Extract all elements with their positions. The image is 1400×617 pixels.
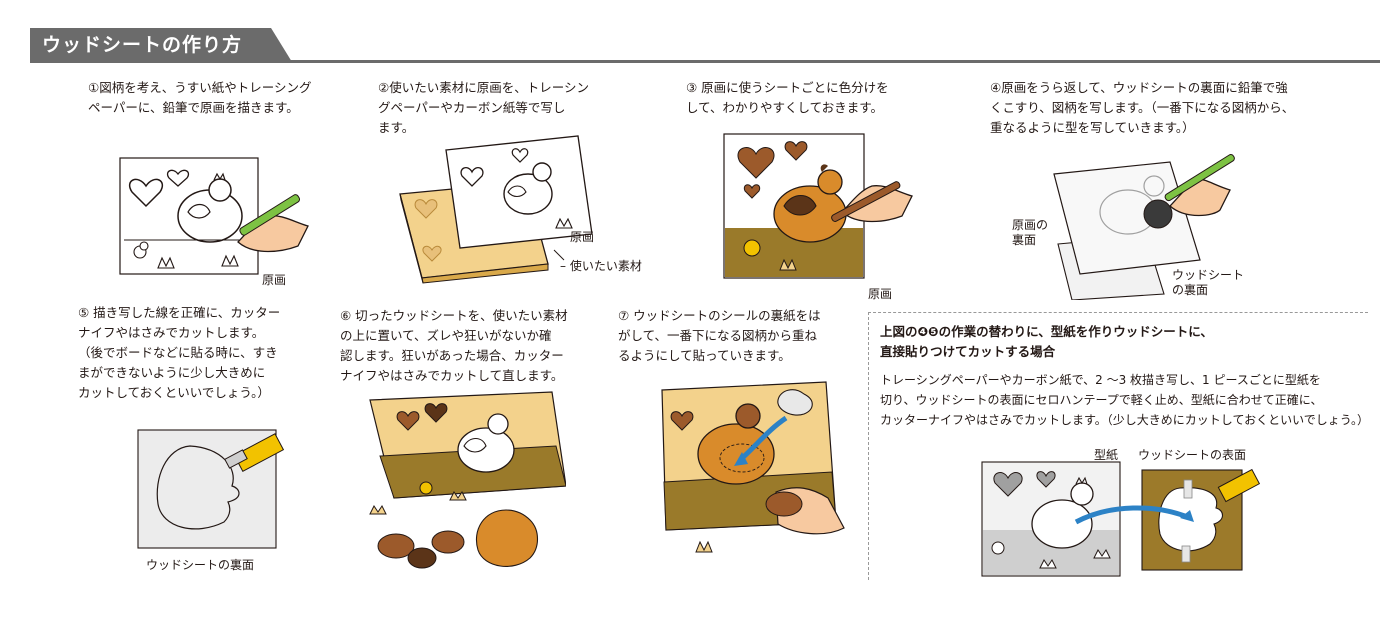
pencil-icon xyxy=(239,194,301,236)
caption-pattern: 型紙 xyxy=(1094,448,1119,462)
illustration-step-7 xyxy=(661,381,845,553)
step-2-text: ②使いたい素材に原画を、トレーシン グペーパーやカーボン紙等で写し ます。 xyxy=(378,80,589,135)
illustration-step-1 xyxy=(119,157,309,275)
hen-piece xyxy=(697,423,775,485)
heart-shape xyxy=(166,169,190,187)
hen-wing xyxy=(187,203,211,219)
alt-method-body: トレーシングペーパーやカーボン紙で、2 ～3 枚描き写し、1 ピースごとに型紙を… xyxy=(880,373,1370,427)
illustration-alt-method xyxy=(981,461,1260,577)
caption-original-3: 原画 xyxy=(868,287,893,301)
grass-tufts xyxy=(157,254,239,269)
step-3-text: ③ 原画に使うシートごとに色分けを して、わかりやすくしておきます。 xyxy=(686,80,889,115)
illustration-step-4 xyxy=(1053,154,1235,300)
cutter-icon xyxy=(1217,468,1260,503)
section-header: ウッドシートの作り方 xyxy=(0,28,1400,64)
heart-shape xyxy=(128,178,164,208)
alt-method-title: 上図の❹❺の作業の替わりに、型紙を作りウッドシートに、 直接貼りつけてカットする… xyxy=(880,324,1213,359)
original-back-paper xyxy=(1053,161,1201,275)
caption-wood-front: ウッドシートの表面 xyxy=(1138,448,1247,462)
caption-original-back: 原画の 裏面 xyxy=(1012,218,1049,247)
hen-piece xyxy=(476,509,539,567)
step-1-text: ①図柄を考え、うすい紙やトレーシング ペーパーに、鉛筆で原画を描きます。 xyxy=(88,80,312,115)
step-5-text: ⑤ 描き写した線を正確に、カッター ナイフやはさみでカットします。 （後でボード… xyxy=(78,305,281,400)
caption-original-2: 原画 xyxy=(570,230,595,244)
caption-wood-back-4: ウッドシート の裏面 xyxy=(1172,268,1245,297)
heart-shape xyxy=(737,147,775,179)
hen-body xyxy=(177,189,243,243)
hand xyxy=(1169,179,1231,217)
hen-body xyxy=(503,173,553,215)
alt-divider-left xyxy=(868,312,869,580)
alt-divider-top xyxy=(868,312,1368,313)
pencil-icon xyxy=(831,181,901,222)
step-6-text: ⑥ 切ったウッドシートを、使いたい素材 の上に置いて、ズレや狂いがないか確 認し… xyxy=(340,308,568,383)
step-7-text: ⑦ ウッドシートのシールの裏紙をは がして、一番下になる図柄から重ね るようにし… xyxy=(618,308,821,363)
hen-pattern xyxy=(1031,499,1093,549)
caption-material-text: 使いたい素材 xyxy=(569,259,642,273)
caption-wood-back-5: ウッドシートの裏面 xyxy=(146,558,255,572)
tape-piece xyxy=(1181,545,1191,563)
pencil-icon xyxy=(1164,154,1235,202)
step-4-text: ④原画をうら返して、ウッドシートの裏面に鉛筆で強 くこすり、図柄を写します。（一… xyxy=(990,80,1295,135)
page-title: ウッドシートの作り方 xyxy=(30,28,292,62)
header-rule xyxy=(30,60,1380,63)
heart-shape xyxy=(460,167,484,187)
caption-material: – 使いたい素材 xyxy=(560,259,642,273)
hen-wing xyxy=(783,194,817,216)
tape-piece xyxy=(1183,479,1193,499)
illustration-step-3 xyxy=(723,133,913,279)
caption-original-1: 原画 xyxy=(262,273,287,287)
backing-paper xyxy=(777,389,813,416)
heart-piece xyxy=(377,533,415,559)
illustration-step-2 xyxy=(399,135,593,284)
cut-line xyxy=(156,445,240,530)
rubbed-area xyxy=(1143,199,1173,229)
arrow-icon xyxy=(1074,505,1191,525)
hen-head xyxy=(208,178,232,202)
illustration-step-6 xyxy=(369,391,566,569)
illustration-step-5 xyxy=(137,429,285,549)
